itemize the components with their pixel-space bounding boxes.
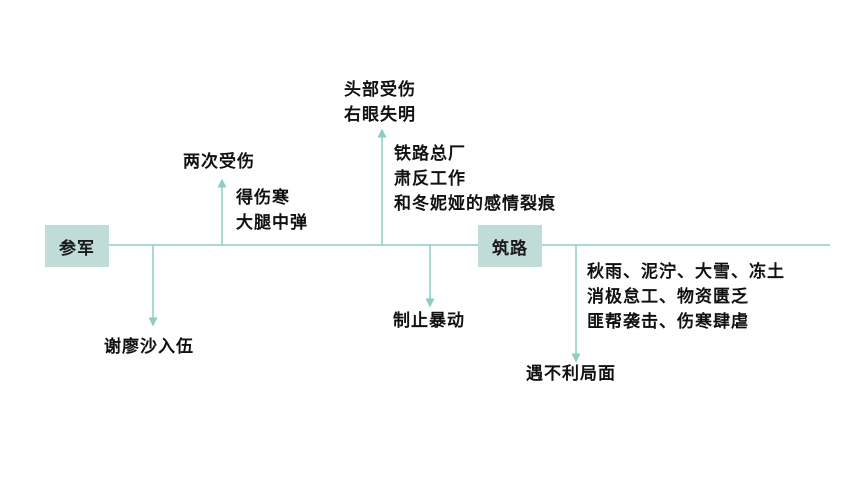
node-build-road: 筑路 bbox=[478, 225, 542, 267]
label-stop-riot: 制止暴动 bbox=[393, 311, 465, 331]
head-injury-line: 头部受伤 bbox=[344, 80, 416, 100]
hardship-line: 匪帮袭击、伤寒肆虐 bbox=[587, 312, 749, 332]
label-railway-work: 铁路总厂 肃反工作 和冬妮娅的感情裂痕 bbox=[394, 142, 556, 217]
label-unfavorable: 遇不利局面 bbox=[526, 364, 616, 384]
railway-work-line: 肃反工作 bbox=[394, 169, 466, 189]
label-head-injury: 头部受伤 右眼失明 bbox=[344, 78, 416, 128]
label-injured-twice: 两次受伤 bbox=[183, 152, 255, 172]
hardship-line: 秋雨、泥泞、大雪、冻土 bbox=[587, 262, 785, 282]
label-hardships: 秋雨、泥泞、大雪、冻土 消极怠工、物资匮乏 匪帮袭击、伤寒肆虐 bbox=[587, 260, 785, 335]
hardship-line: 消极怠工、物资匮乏 bbox=[587, 287, 749, 307]
label-enlist: 谢廖沙入伍 bbox=[104, 337, 194, 357]
railway-work-line: 铁路总厂 bbox=[394, 144, 466, 164]
injury-detail-line: 大腿中弹 bbox=[236, 213, 308, 233]
injury-detail-line: 得伤寒 bbox=[236, 188, 290, 208]
label-injury-details: 得伤寒 大腿中弹 bbox=[236, 186, 308, 236]
head-injury-line: 右眼失明 bbox=[344, 105, 416, 125]
node-join-army: 参军 bbox=[45, 225, 109, 267]
railway-work-line: 和冬妮娅的感情裂痕 bbox=[394, 194, 556, 214]
